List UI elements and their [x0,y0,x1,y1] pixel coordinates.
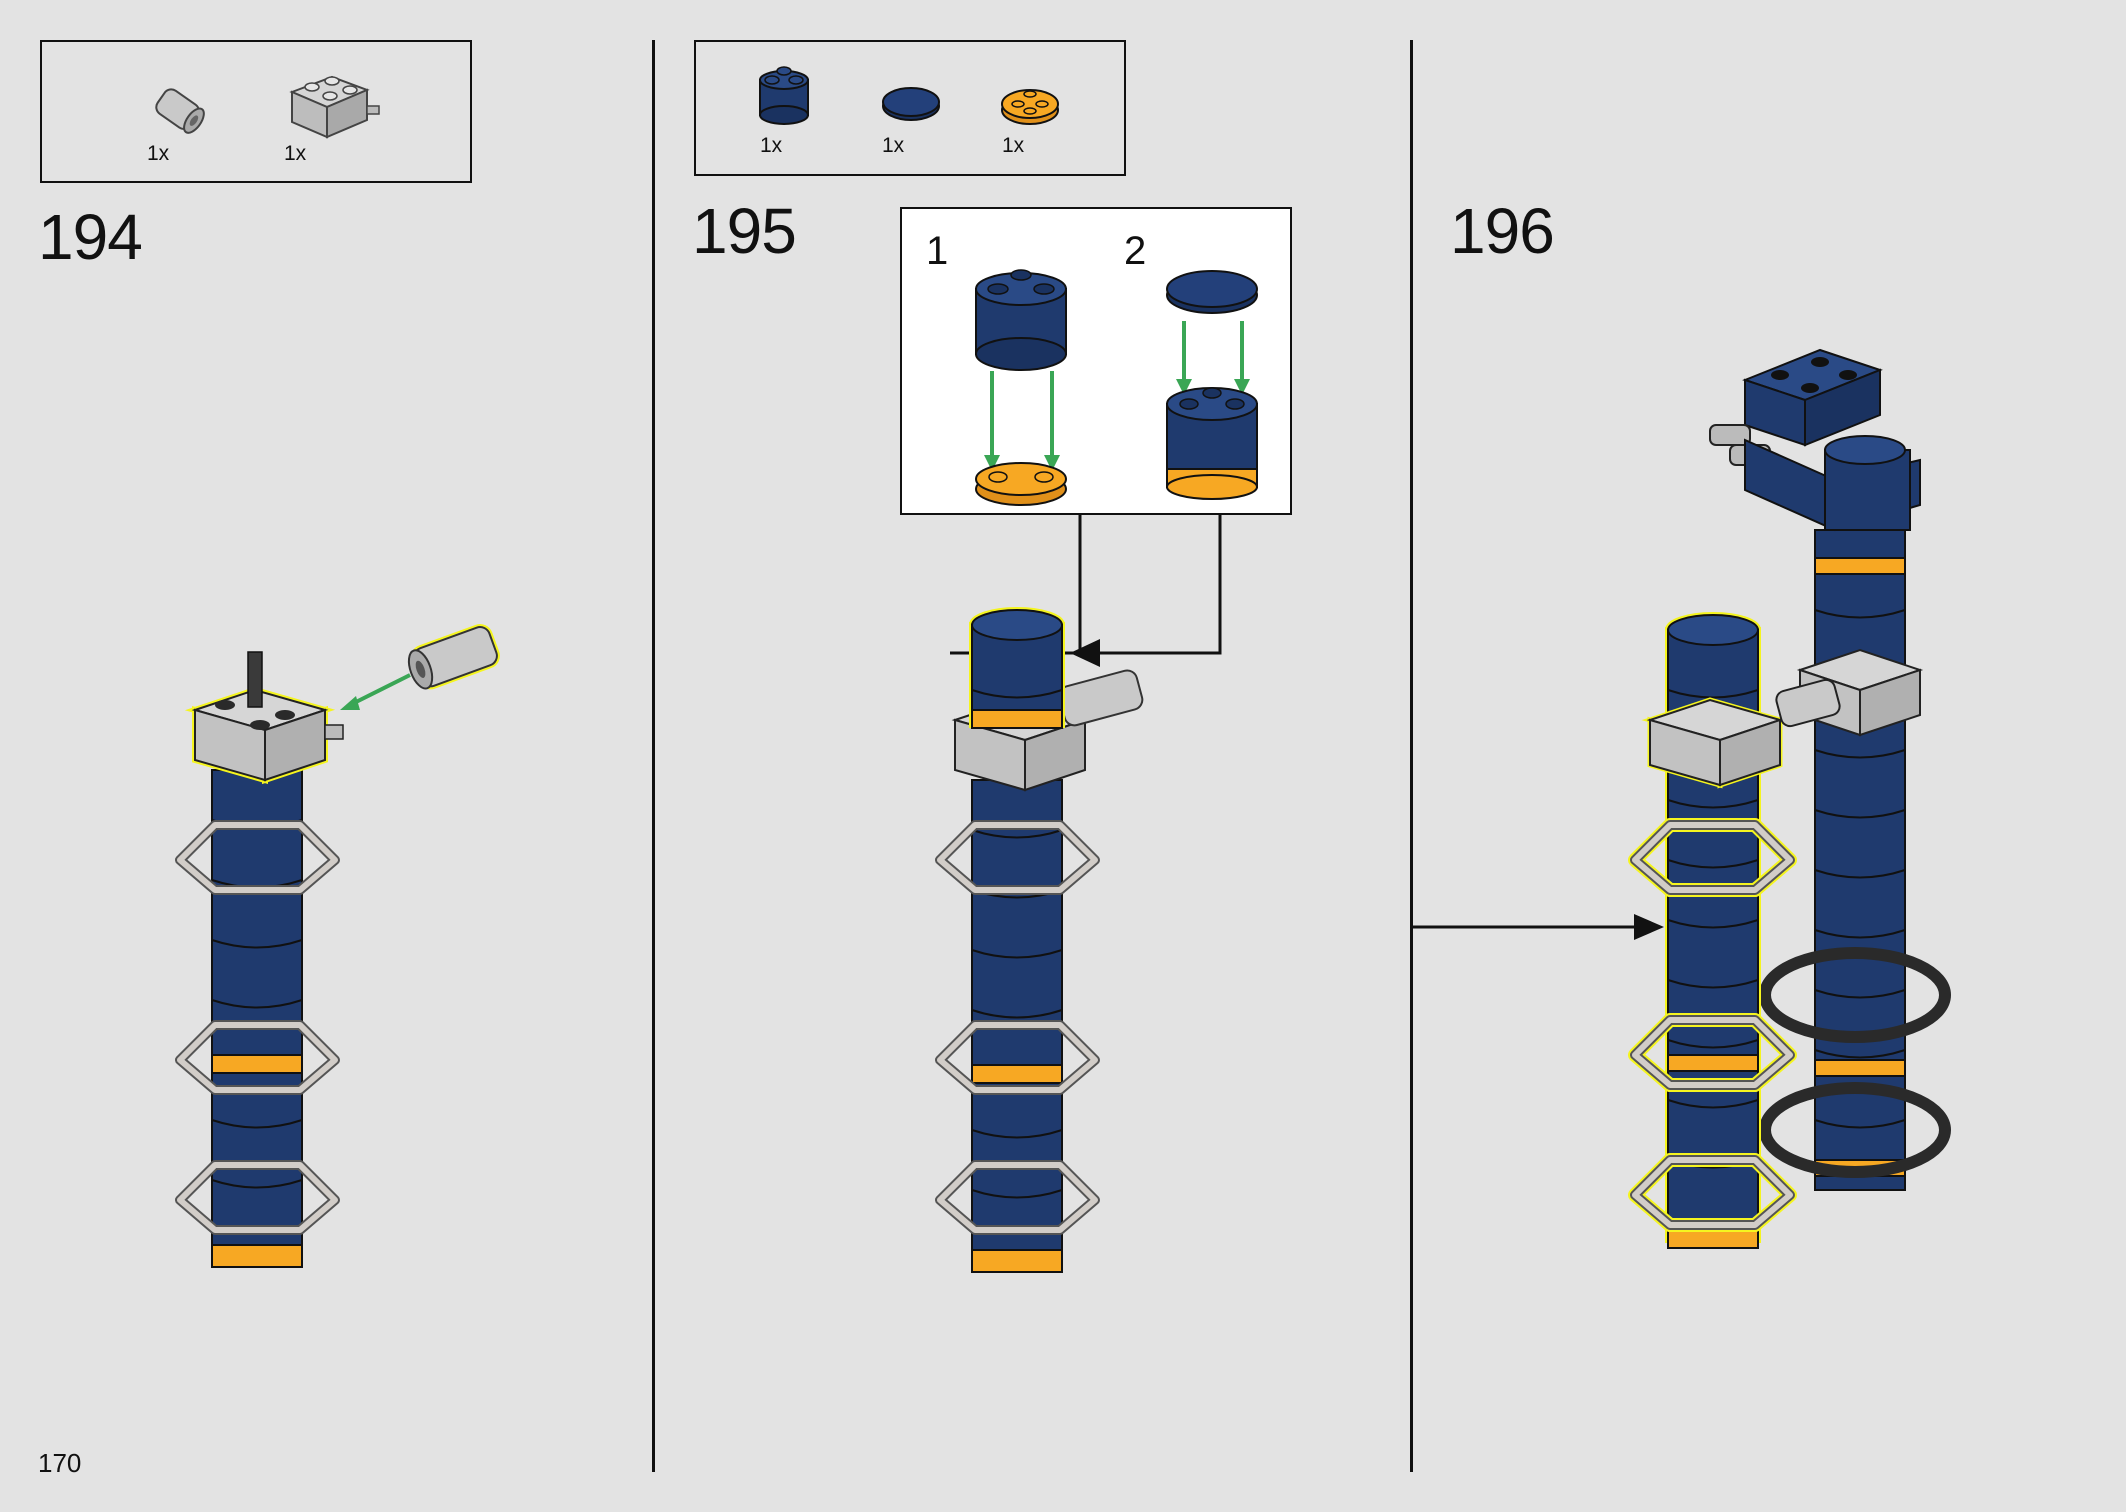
attach-arrow [1412,914,1664,940]
step-number-195: 195 [692,195,797,267]
model-step-195 [935,607,1144,1273]
sub-assembly-callout: 1 2 [900,207,1292,515]
column-divider-left [652,40,655,1472]
step-number-196: 196 [1450,195,1555,267]
step-number-194: 194 [38,201,143,273]
page-number: 170 [38,1448,82,1478]
part-qty: 1x [147,142,170,165]
gray-brick-2x2-with-pin-icon [289,75,380,139]
model-step-194 [175,624,500,1268]
substep-1-illustration [975,269,1067,506]
parts-list-194: 1x 1x [40,40,472,183]
parts-list-195: 1x 1x 1x [694,40,1126,176]
blue-round-tile-icon [882,87,940,121]
part-qty: 1x [284,142,307,165]
model-step-196 [1628,348,1951,1249]
part-qty: 1x [1002,134,1025,157]
part-qty: 1x [882,134,905,157]
orange-round-plate-icon [1001,89,1059,125]
gray-connector-icon [155,88,205,134]
substep-number-2: 2 [1124,229,1147,273]
part-qty: 1x [760,134,783,157]
substep-2-illustration [1166,270,1258,500]
blue-round-brick-icon [759,66,809,125]
callout-arrow [1070,515,1222,667]
substep-number-1: 1 [926,229,949,273]
column-divider-right [1410,40,1413,1472]
